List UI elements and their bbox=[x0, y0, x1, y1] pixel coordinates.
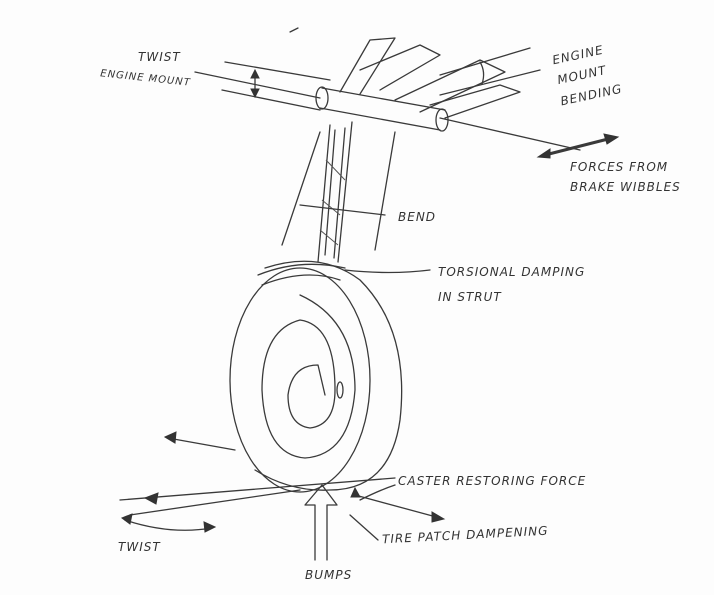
leader-lines bbox=[349, 484, 396, 541]
bending-arrow bbox=[479, 61, 485, 85]
twist-arc bbox=[124, 519, 213, 531]
label-bumps: BUMPS bbox=[305, 568, 353, 582]
caster-arrow bbox=[354, 494, 441, 519]
strut bbox=[317, 121, 353, 263]
arrowhead bbox=[120, 513, 133, 525]
arrowhead bbox=[203, 521, 217, 533]
label-brake-wibbles: BRAKE WIBBLES bbox=[570, 180, 681, 194]
arrowhead bbox=[163, 431, 177, 444]
label-in-strut: IN STRUT bbox=[438, 290, 502, 304]
bumps-arrow bbox=[304, 484, 338, 561]
arrowhead bbox=[350, 486, 361, 498]
arrowhead bbox=[250, 88, 260, 99]
engine-mount-tubes bbox=[289, 27, 521, 132]
label-twist-bottom: TWIST bbox=[118, 540, 161, 554]
bend-lines bbox=[281, 131, 396, 251]
arrowhead bbox=[603, 133, 620, 145]
arrowhead bbox=[431, 511, 446, 523]
force-line bbox=[439, 117, 581, 151]
twist-lines bbox=[194, 61, 331, 111]
ground-lines bbox=[119, 477, 396, 516]
label-forces-from: FORCES FROM bbox=[570, 160, 669, 174]
side-arrow bbox=[167, 437, 236, 451]
bending-lines bbox=[439, 47, 541, 96]
bend-arrow bbox=[299, 204, 386, 216]
arrowhead bbox=[143, 492, 159, 505]
label-caster-restoring-force: CASTER RESTORING FORCE bbox=[398, 474, 587, 488]
arrowhead bbox=[536, 148, 551, 159]
torsion-leader bbox=[344, 269, 431, 274]
label-twist-engine-mount: TWIST bbox=[138, 50, 181, 64]
arrowhead bbox=[250, 68, 260, 79]
label-bend: BEND bbox=[398, 210, 437, 224]
wheel bbox=[229, 260, 403, 493]
label-torsional-damping: TORSIONAL DAMPING bbox=[438, 265, 586, 279]
brake-force-arrow bbox=[543, 136, 614, 157]
